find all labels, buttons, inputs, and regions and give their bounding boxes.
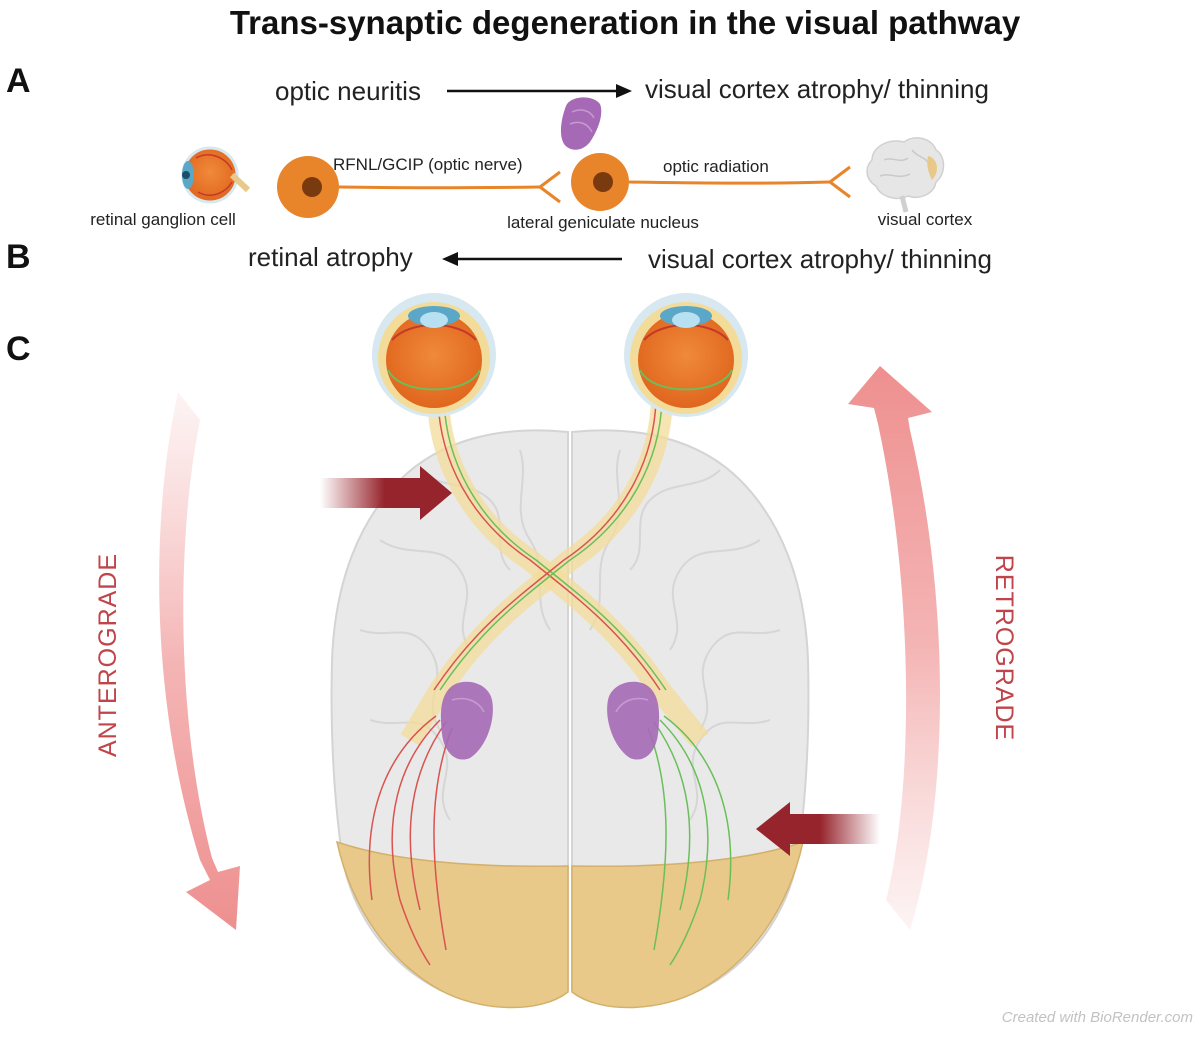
optic-radiations [368,715,732,966]
panel-a-source: optic neuritis [275,76,421,106]
panel-label-b: B [6,238,31,276]
panel-a-target: visual cortex atrophy/ thinning [645,74,989,104]
panel-label-a: A [6,62,31,100]
lgn-label: lateral geniculate nucleus [507,213,699,232]
panel-b-arrow [442,252,622,266]
visual-cortex-label: visual cortex [878,210,973,229]
retinal-ganglion-cell-label: retinal ganglion cell [90,210,236,229]
retrograde-label: RETROGRADE [990,555,1018,741]
panel-a-arrow [447,84,632,98]
retinal-ganglion-neuron [277,156,561,218]
eye-right [624,293,748,417]
lgn-left [440,681,493,760]
lgn-neuron [571,153,851,211]
optic-tracts [400,399,709,747]
anterograde-label: ANTEROGRADE [94,553,122,757]
brain-top-view [330,429,810,1009]
retrograde-curve-arrow [848,366,940,930]
lgn-icon [560,97,602,150]
eye-icon [181,146,251,204]
anterograde-curve-arrow [159,392,240,930]
brain-icon [866,137,945,213]
eye-left [372,293,496,417]
retrograde-lesion-arrow [756,802,880,856]
lgn-right [607,681,660,760]
credit-watermark: Created with BioRender.com [1002,1009,1193,1026]
panel-label-c: C [6,330,31,368]
panel-b-target: retinal atrophy [248,242,413,272]
panel-b-source: visual cortex atrophy/ thinning [648,244,992,274]
anterograde-lesion-arrow [320,466,452,520]
optic-radiation-label: optic radiation [663,157,769,176]
figure-title: Trans-synaptic degeneration in the visua… [230,4,1021,41]
optic-nerve-label: RFNL/GCIP (optic nerve) [333,155,523,174]
